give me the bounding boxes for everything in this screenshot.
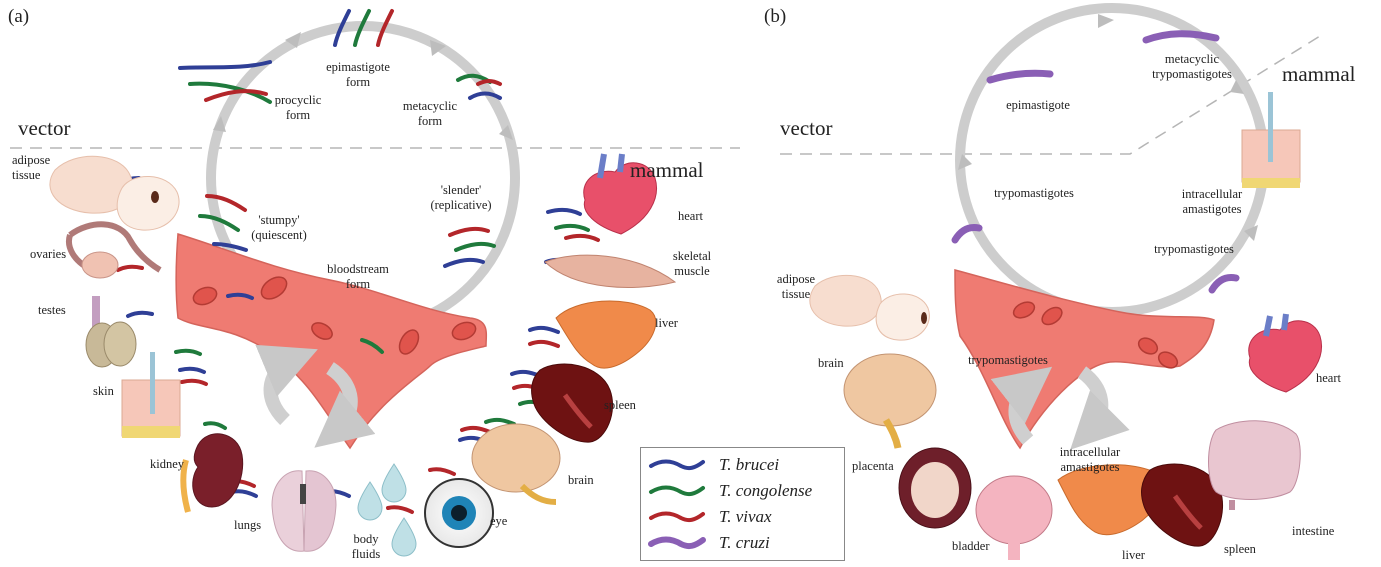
panel-a-vector-label: vector — [18, 116, 70, 141]
tissue-brain-label-a: brain — [568, 473, 594, 488]
legend-item-congolense: T. congolense — [647, 480, 837, 504]
tissue-liver-label-b: liver — [1122, 548, 1145, 563]
tissue-skin-label: skin — [93, 384, 114, 399]
panel-b-vector-label: vector — [780, 116, 832, 141]
tissue-spleen-label-b: spleen — [1224, 542, 1256, 557]
legend-item-vivax: T. vivax — [647, 506, 837, 530]
tissue-ovaries-label: ovaries — [30, 247, 66, 262]
stage-b-epimastigote-label: epimastigote — [1000, 98, 1076, 113]
tissue-placenta-label: placenta — [852, 459, 894, 474]
tissue-liver-label-a: liver — [655, 316, 678, 331]
species-legend: T. brucei T. congolense T. vivax T. cruz… — [640, 447, 845, 561]
legend-label-cruzi: T. cruzi — [719, 532, 770, 554]
legend-item-cruzi: T. cruzi — [647, 532, 837, 556]
legend-swatch-brucei — [647, 456, 707, 474]
legend-label-congolense: T. congolense — [719, 480, 812, 502]
stage-b-trypomastigotes-right-label: trypomastigotes — [1146, 242, 1242, 257]
tissue-eye-label: eye — [490, 514, 507, 529]
tissue-heart-label-b: heart — [1316, 371, 1341, 386]
panel-b-mammal-label: mammal — [1282, 62, 1355, 87]
legend-swatch-vivax — [647, 508, 707, 526]
stage-b-trypomastigotes-left-label: trypomastigotes — [986, 186, 1082, 201]
panel-b-tag: (b) — [764, 6, 786, 28]
tissue-brain-label-b: brain — [818, 356, 844, 371]
legend-label-vivax: T. vivax — [719, 506, 772, 528]
stage-b-trypomastigotes-blood-label: trypomastigotes — [960, 353, 1056, 368]
legend-swatch-cruzi — [647, 534, 707, 552]
tissue-testes-label: testes — [38, 303, 66, 318]
circular-arrow-right-b — [1082, 372, 1101, 430]
tissue-intestine-label: intestine — [1292, 524, 1334, 539]
tissue-kidney-label: kidney — [150, 457, 184, 472]
legend-item-brucei: T. brucei — [647, 454, 837, 478]
stage-slender-label: 'slender'(replicative) — [424, 183, 498, 213]
tissue-spleen-label-a: spleen — [604, 398, 636, 413]
legend-label-brucei: T. brucei — [719, 454, 779, 476]
tissue-heart-label-a: heart — [678, 209, 703, 224]
panel-a-tag: (a) — [8, 6, 29, 28]
stage-stumpy-label: 'stumpy'(quiescent) — [246, 213, 312, 243]
panel-a-mammal-label: mammal — [630, 158, 703, 183]
legend-swatch-congolense — [647, 482, 707, 500]
tissue-lungs-label: lungs — [234, 518, 261, 533]
circular-arrow-left-a — [271, 360, 292, 420]
tissue-bladder-label: bladder — [952, 539, 989, 554]
